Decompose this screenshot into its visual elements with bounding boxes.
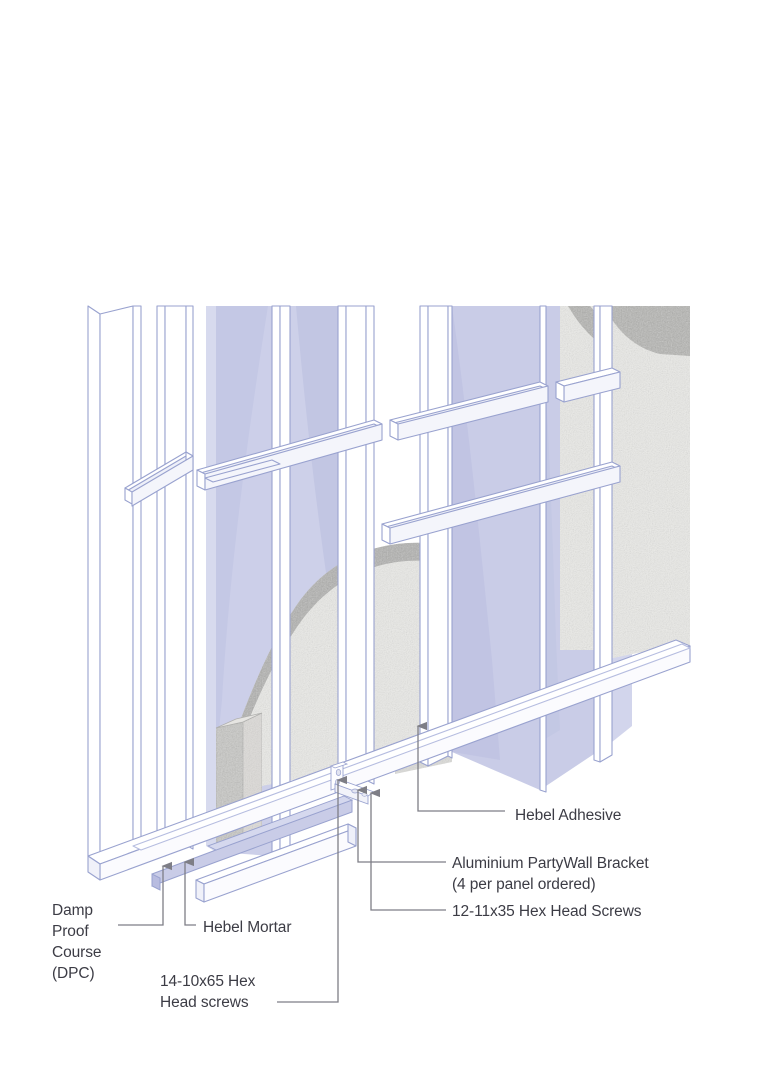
bottom-track (87, 639, 691, 903)
label-hebel-adhesive: Hebel Adhesive (515, 807, 621, 824)
label-hex-head-screws-12-11x35: 12-11x35 Hex Head Screws (452, 903, 642, 920)
dpc-strip (151, 795, 354, 891)
label-line: Head screws (160, 994, 249, 1011)
leader-lines (118, 721, 505, 1003)
label-hebel-mortar: Hebel Mortar (203, 919, 291, 936)
label-line: Hebel Adhesive (515, 807, 621, 824)
leader-line-hebel-adhesive (416, 721, 505, 812)
label-line: (DPC) (52, 965, 95, 982)
noggings (124, 367, 621, 545)
leader-line-hex-head-screws-12-11x35 (369, 788, 446, 911)
leader-line-aluminium-partywall-bracket (356, 785, 446, 863)
leader-line-hebel-mortar (183, 857, 196, 926)
label-line: Proof (52, 923, 89, 940)
label-line: Course (52, 944, 101, 961)
label-line: (4 per panel ordered) (452, 876, 596, 893)
label-line: 12-11x35 Hex Head Screws (452, 903, 642, 920)
label-aluminium-partywall-bracket: Aluminium PartyWall Bracket (4 per panel … (452, 855, 649, 893)
label-line: Hebel Mortar (203, 919, 291, 936)
label-line: 14-10x65 Hex (160, 973, 256, 990)
leader-line-damp-proof-course (118, 861, 172, 926)
label-line: Damp (52, 902, 93, 919)
leader-line-hex-head-screws-14-10x65 (277, 775, 347, 1003)
label-line: Aluminium PartyWall Bracket (452, 855, 649, 872)
